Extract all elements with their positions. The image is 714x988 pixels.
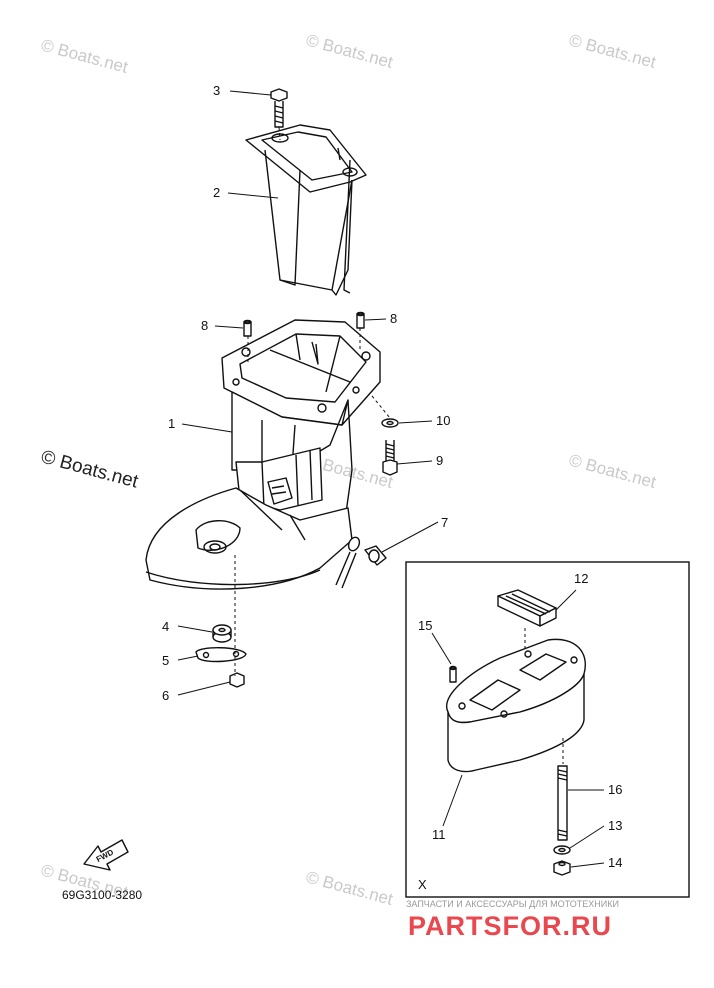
part-washer-13 [553,845,571,855]
diagram-code: 69G3100-3280 [62,888,142,902]
callout-8: 8 [390,311,397,326]
part-nut-14 [553,860,571,876]
part-seal-12 [497,589,557,627]
callout-11: 11 [432,827,446,842]
callout-6: 6 [162,688,169,703]
callout-2: 2 [213,185,220,200]
callout-9: 9 [436,453,443,468]
callout-10: 10 [436,413,450,428]
watermark: © Boats.net [567,31,658,72]
part-plate-5 [195,647,247,663]
callout-12: 12 [574,571,588,586]
part-washer-10 [381,418,399,428]
callout-14: 14 [608,855,622,870]
callout-5: 5 [162,653,169,668]
watermark: © Boats.net [567,451,658,492]
main-watermark: © Boats.net [39,447,141,493]
leader-lines [177,90,605,868]
watermark: © Boats.net [304,31,395,72]
assembly-line [278,126,281,141]
callout-3: 3 [213,83,220,98]
brand-tagline: ЗАПЧАСТИ И АКСЕССУАРЫ ДЛЯ МОТОТЕХНИКИ [406,899,619,909]
part-exhaust-chute-2 [245,124,367,296]
part-upper-casing-1 [145,319,381,590]
part-dowel-15 [449,665,457,683]
callout-8: 8 [201,318,208,333]
callout-13: 13 [608,818,622,833]
part-grommet-4 [212,624,232,643]
fwd-arrow-icon: FWD [83,839,129,871]
part-screw-7 [364,545,387,566]
part-stud-16 [557,765,568,841]
part-dowel-pin-8-left [243,319,252,337]
inset-label: X [418,877,427,892]
callout-7: 7 [441,515,448,530]
brand-logo: PARTSFOR.RU [408,911,612,941]
part-ground-lead [335,536,361,589]
part-spacer-11 [446,638,586,773]
part-dowel-pin-8-right [356,311,365,329]
detail-inset-x: X [405,561,690,898]
callout-labels: 3 2 8 8 1 10 9 7 4 5 6 12 15 11 16 13 14 [162,83,622,870]
part-bolt-3 [270,88,288,128]
callout-15: 15 [418,618,432,633]
callout-4: 4 [162,619,169,634]
watermark: © Boats.net [39,36,130,77]
assembly-line [371,395,391,419]
part-nut-6 [229,672,245,688]
part-bolt-9 [382,440,398,476]
callout-16: 16 [608,782,622,797]
callout-1: 1 [168,416,175,431]
watermark: © Boats.net [304,868,395,909]
